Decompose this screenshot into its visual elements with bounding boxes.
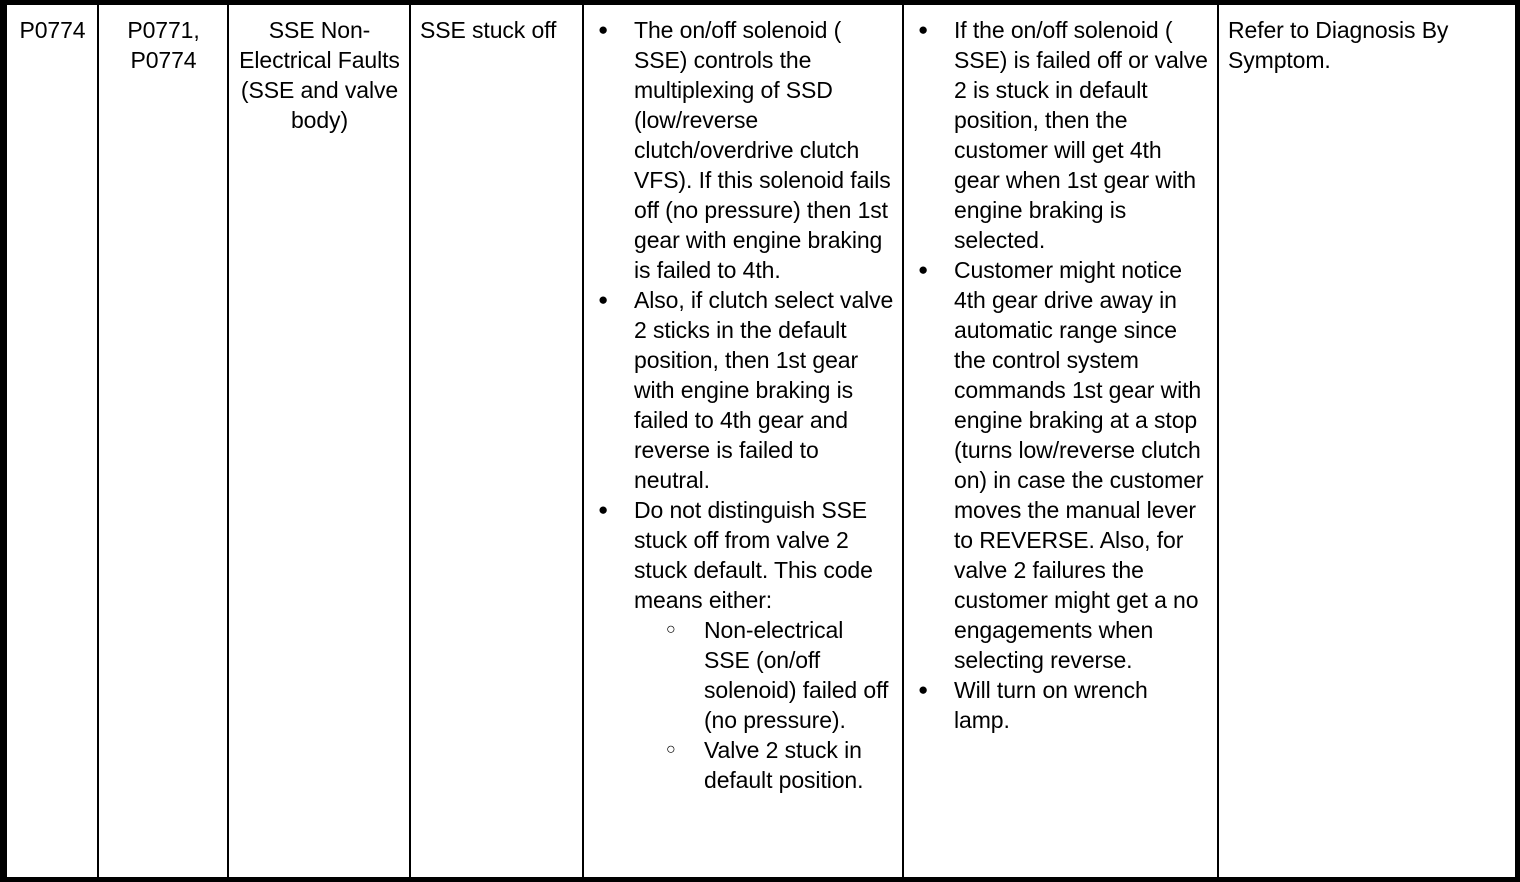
related-codes-value: P0771, P0774: [127, 17, 200, 73]
symptoms-bullet-list: If the on/off solenoid ( SSE) is failed …: [913, 15, 1209, 735]
cell-fault-name: SSE Non-Electrical Faults (SSE and valve…: [228, 5, 411, 877]
description-bullet-list: The on/off solenoid ( SSE) controls the …: [593, 15, 894, 795]
table-row: P0774 P0771, P0774 SSE Non-Electrical Fa…: [7, 5, 1515, 877]
bullet-text: If the on/off solenoid ( SSE) is failed …: [954, 17, 1208, 253]
cell-dtc-code: P0774: [7, 5, 99, 877]
list-item: The on/off solenoid ( SSE) controls the …: [593, 15, 894, 285]
list-item: Will turn on wrench lamp.: [913, 675, 1209, 735]
condition-value: SSE stuck off: [420, 17, 557, 43]
description-sub-bullet-list: Non-electrical SSE (on/off solenoid) fai…: [634, 615, 894, 795]
list-item: Non-electrical SSE (on/off solenoid) fai…: [660, 615, 894, 735]
cell-related-codes: P0771, P0774: [98, 5, 229, 877]
dtc-diagnostic-table: P0774 P0771, P0774 SSE Non-Electrical Fa…: [7, 5, 1515, 877]
bullet-text: Customer might notice 4th gear drive awa…: [954, 257, 1204, 673]
list-item: Customer might notice 4th gear drive awa…: [913, 255, 1209, 675]
cell-action: Refer to Diagnosis By Symptom.: [1218, 5, 1515, 877]
list-item: Valve 2 stuck in default position.: [660, 735, 894, 795]
fault-name-value: SSE Non-Electrical Faults (SSE and valve…: [239, 17, 400, 133]
cell-description: The on/off solenoid ( SSE) controls the …: [583, 5, 904, 877]
bullet-text: Will turn on wrench lamp.: [954, 677, 1148, 733]
list-item: Also, if clutch select valve 2 sticks in…: [593, 285, 894, 495]
bullet-text: Do not distinguish SSE stuck off from va…: [634, 497, 873, 613]
list-item: If the on/off solenoid ( SSE) is failed …: [913, 15, 1209, 255]
dtc-code-value: P0774: [19, 17, 86, 43]
bullet-text: Also, if clutch select valve 2 sticks in…: [634, 287, 894, 493]
bullet-text: The on/off solenoid ( SSE) controls the …: [634, 17, 891, 283]
cell-symptoms: If the on/off solenoid ( SSE) is failed …: [903, 5, 1219, 877]
sub-bullet-text: Non-electrical SSE (on/off solenoid) fai…: [704, 617, 889, 733]
action-value: Refer to Diagnosis By Symptom.: [1228, 17, 1449, 73]
sub-bullet-text: Valve 2 stuck in default position.: [704, 737, 864, 793]
cell-condition: SSE stuck off: [410, 5, 584, 877]
list-item: Do not distinguish SSE stuck off from va…: [593, 495, 894, 795]
